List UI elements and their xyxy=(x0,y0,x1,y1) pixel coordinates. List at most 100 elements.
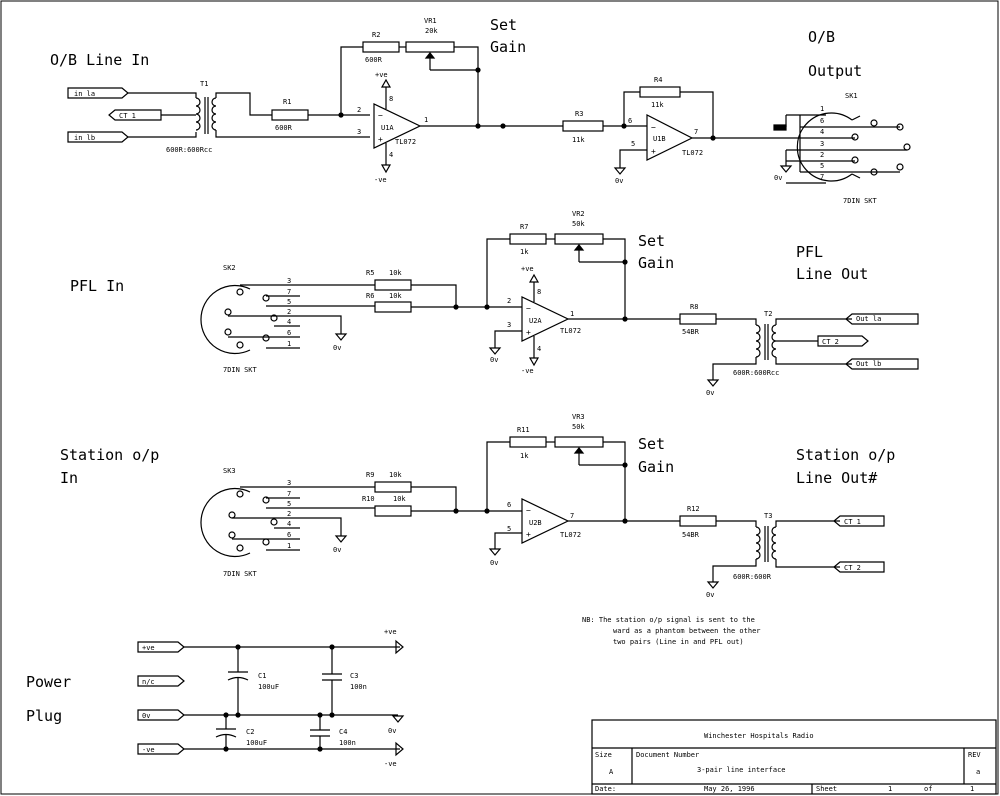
ground-t2-label: 0v xyxy=(706,389,714,397)
vr2-value: 50k xyxy=(572,220,585,228)
resistor-r1 xyxy=(271,109,309,121)
power-stage: +ve n/c 0v -ve +ve 0v -ve C1 100uF C2 10… xyxy=(137,628,405,768)
heading-pfl-in: PFL In xyxy=(70,277,124,295)
ground-u2a xyxy=(488,347,502,355)
c1-value: 100uF xyxy=(258,683,279,691)
ground-t3 xyxy=(706,581,720,589)
svg-text:−: − xyxy=(651,123,656,132)
port-ct1-ob-label: CT 1 xyxy=(119,112,136,120)
svg-text:+: + xyxy=(526,328,531,337)
port-power-nc-label: n/c xyxy=(142,678,155,686)
port-out-la-label: Out la xyxy=(856,315,881,323)
rail-0v-ground xyxy=(391,715,405,723)
title-block: Winchester Hospitals Radio Size A Docume… xyxy=(591,719,997,795)
rail-vpos-label: +ve xyxy=(384,628,397,636)
vneg-arrow-u1a xyxy=(380,164,392,174)
port-power-0v xyxy=(137,709,185,721)
opamp-u1b xyxy=(646,114,694,161)
u1a-vneg: -ve xyxy=(374,176,387,184)
heading-set-gain-1b: Gain xyxy=(490,38,526,56)
ground-u2a-label: 0v xyxy=(490,356,498,364)
c4-label: C4 xyxy=(339,728,347,736)
date-value: May 26, 1996 xyxy=(704,785,755,793)
c3-label: C3 xyxy=(350,672,358,680)
vneg-arrow-u2a xyxy=(528,357,540,367)
svg-text:3: 3 xyxy=(820,140,824,148)
r4-value: 11k xyxy=(651,101,664,109)
svg-text:−: − xyxy=(526,304,531,313)
rail-vpos-arrow xyxy=(395,639,404,655)
svg-text:4: 4 xyxy=(537,345,541,353)
r2-value: 600R xyxy=(365,56,383,64)
r3-value: 11k xyxy=(572,136,585,144)
svg-text:5: 5 xyxy=(507,525,511,533)
potentiometer-vr1 xyxy=(405,41,455,53)
rev-label: REV xyxy=(968,751,981,759)
u1a-type: TL072 xyxy=(395,138,416,146)
svg-text:6: 6 xyxy=(507,501,511,509)
potentiometer-vr3 xyxy=(554,436,604,448)
heading-station-out-2: Line Out# xyxy=(796,469,877,487)
svg-text:8: 8 xyxy=(537,288,541,296)
opamp-u2a xyxy=(521,296,570,342)
document-number-label: Document Number xyxy=(636,751,699,759)
svg-text:7: 7 xyxy=(287,490,291,498)
r12-label: R12 xyxy=(687,505,700,513)
u1b-type: TL072 xyxy=(682,149,703,157)
of-label: of xyxy=(924,785,932,793)
vpos-arrow-u2a xyxy=(528,273,540,283)
r3-label: R3 xyxy=(575,110,583,118)
heading-power-1: Power xyxy=(26,673,71,691)
note-line-3: two pairs (Line in and PFL out) xyxy=(613,638,744,646)
svg-text:5: 5 xyxy=(631,140,635,148)
r6-label: R6 xyxy=(366,292,374,300)
svg-text:3: 3 xyxy=(287,277,291,285)
heading-station-in-1: Station o/p xyxy=(60,446,159,464)
sheet-label: Sheet xyxy=(816,785,837,793)
u2a-type: TL072 xyxy=(560,327,581,335)
r5-label: R5 xyxy=(366,269,374,277)
u1a-vpos: +ve xyxy=(375,71,388,79)
sk2-type: 7DIN SKT xyxy=(223,366,258,374)
ground-sk3-label: 0v xyxy=(333,546,341,554)
vr2-label: VR2 xyxy=(572,210,585,218)
port-in-la-label: in la xyxy=(74,90,95,98)
ground-sk3 xyxy=(334,535,348,543)
t1-primary-coil xyxy=(195,97,201,131)
r7-value: 1k xyxy=(520,248,529,256)
port-power-0v-label: 0v xyxy=(142,712,150,720)
vr3-value: 50k xyxy=(572,423,585,431)
port-ct1-ob xyxy=(108,109,162,121)
svg-text:−: − xyxy=(378,111,383,120)
port-ct2-pfl-label: CT 2 xyxy=(822,338,839,346)
heading-set-gain-1: Set xyxy=(490,16,517,34)
svg-text:1: 1 xyxy=(424,116,428,124)
station-stage: SK3 7DIN SKT 3 7 5 2 4 6 1 0v R9 10k R10… xyxy=(200,413,885,599)
ground-sk2 xyxy=(334,333,348,341)
vr3-label: VR3 xyxy=(572,413,585,421)
svg-text:6: 6 xyxy=(287,531,291,539)
company-name: Winchester Hospitals Radio xyxy=(704,732,814,740)
r1-value: 600R xyxy=(275,124,293,132)
sheet-total: 1 xyxy=(970,785,974,793)
rev-value: a xyxy=(976,768,980,776)
din-socket-sk2 xyxy=(200,284,251,355)
port-power-vpos xyxy=(137,641,185,653)
svg-text:2: 2 xyxy=(357,106,361,114)
svg-text:2: 2 xyxy=(820,151,824,159)
note-line-2: ward as a phantom between the other xyxy=(613,627,761,635)
sk3-type: 7DIN SKT xyxy=(223,570,258,578)
t1-label: T1 xyxy=(200,80,208,88)
document-title: 3-pair line interface xyxy=(697,766,786,774)
svg-text:+: + xyxy=(651,147,656,156)
heading-ob-output-2: Output xyxy=(808,62,862,80)
u2a-vneg: -ve xyxy=(521,367,534,375)
svg-text:3: 3 xyxy=(287,479,291,487)
port-ct2-station xyxy=(833,561,885,573)
ob-input-stage: in la CT 1 in lb T1 600R:600Rcc R1 600R … xyxy=(67,17,563,184)
ground-sk1 xyxy=(779,165,793,173)
heading-ob-line-in: O/B Line In xyxy=(50,51,149,69)
r6-value: 10k xyxy=(389,292,402,300)
svg-text:2: 2 xyxy=(287,510,291,518)
